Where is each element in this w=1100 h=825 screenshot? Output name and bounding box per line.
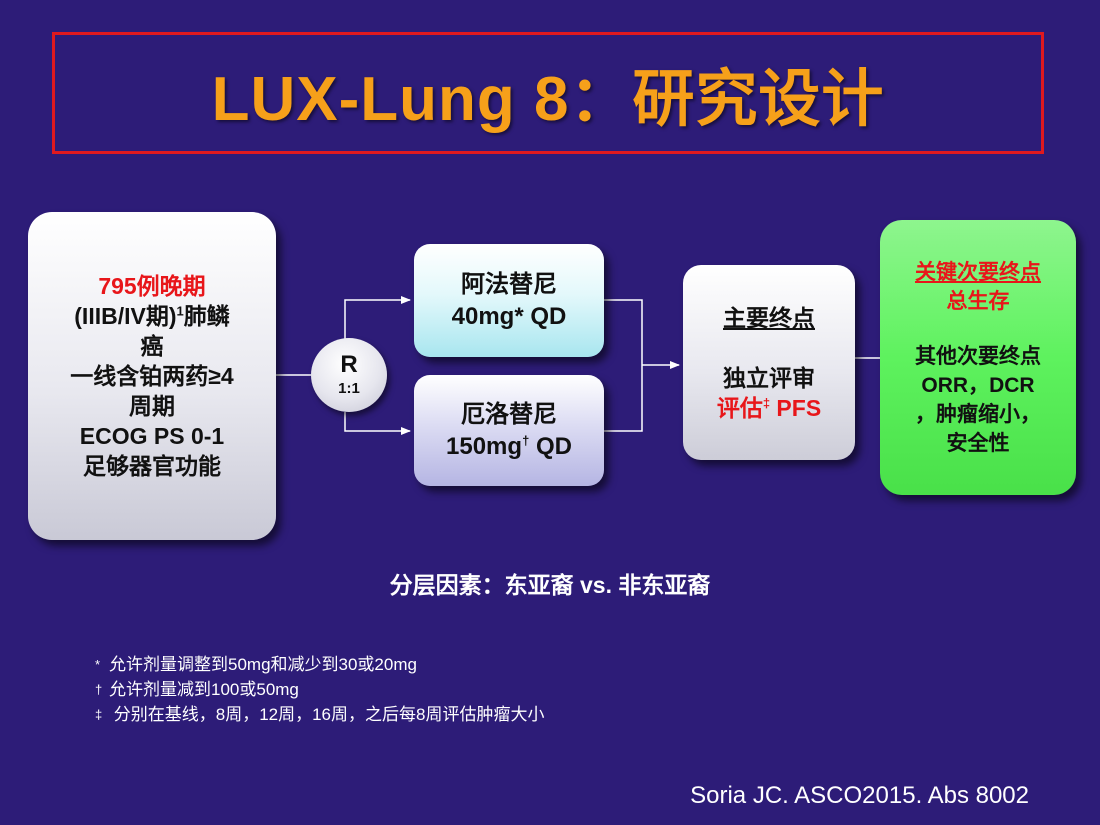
population-count: 795例晚期 <box>98 273 206 299</box>
connector-afatinib-out <box>604 299 643 432</box>
population-box: 795例晚期 (IIIB/IV期)1肺鳞 癌 一线含铂两药≥4 周期 ECOG … <box>28 212 276 540</box>
randomization-letter: R <box>340 351 358 378</box>
other-secondary-line2: ，肿瘤缩小， <box>915 402 1041 426</box>
title-frame: LUX-Lung 8：研究设计 <box>52 32 1044 154</box>
population-ecog: ECOG PS 0-1 <box>79 423 225 449</box>
afatinib-arm-box: 阿法替尼 40mg* QD <box>414 244 604 357</box>
primary-endpoint-pfs: 评估‡ PFS <box>716 394 822 421</box>
other-secondary-heading: 其他次要终点 <box>915 344 1041 368</box>
key-secondary-value: 总生存 <box>946 289 1010 313</box>
secondary-endpoint-box: 关键次要终点 总生存 其他次要终点 ORR，DCR ，肿瘤缩小， 安全性 <box>880 220 1076 495</box>
other-secondary-line3: 安全性 <box>946 431 1010 455</box>
other-secondary-line1: ORR，DCR <box>921 373 1035 397</box>
footnote-2: †允许剂量减到100或50mg <box>95 680 299 699</box>
primary-endpoint-heading: 主要终点 <box>723 304 815 331</box>
footnotes: *允许剂量调整到50mg和减少到30或20mg †允许剂量减到100或50mg … <box>95 652 544 727</box>
primary-endpoint-review: 独立评审 <box>723 364 815 391</box>
footnote-3: ‡ 分别在基线，8周，12周，16周，之后每8周评估肿瘤大小 <box>95 705 545 724</box>
randomization-ratio: 1:1 <box>338 380 360 397</box>
afatinib-dose: 40mg* QD <box>451 302 567 330</box>
erlotinib-arm-box: 厄洛替尼 150mg† QD <box>414 375 604 486</box>
erlotinib-dose: 150mg† QD <box>446 432 572 460</box>
population-cycles: 周期 <box>129 393 175 419</box>
primary-endpoint-box: 主要终点 独立评审 评估‡ PFS <box>683 265 855 460</box>
population-organ-function: 足够器官功能 <box>83 453 221 479</box>
arrow-to-erlotinib <box>344 412 411 435</box>
footnote-1: *允许剂量调整到50mg和减少到30或20mg <box>95 655 417 674</box>
citation: Soria JC. ASCO2015. Abs 8002 <box>690 782 1029 809</box>
population-stage: (IIIB/IV期)1肺鳞 <box>74 303 230 329</box>
afatinib-name: 阿法替尼 <box>461 270 557 298</box>
randomization-node: R 1:1 <box>311 338 387 412</box>
slide-title: LUX-Lung 8：研究设计 <box>211 65 885 134</box>
key-secondary-heading: 关键次要终点 <box>915 260 1041 284</box>
arrow-to-afatinib <box>344 296 411 340</box>
population-prior-therapy: 一线含铂两药≥4 <box>70 363 234 389</box>
stratification-text: 分层因素：东亚裔 vs. 非东亚裔 <box>389 572 711 598</box>
population-histology: 癌 <box>140 333 164 359</box>
erlotinib-name: 厄洛替尼 <box>461 400 557 428</box>
